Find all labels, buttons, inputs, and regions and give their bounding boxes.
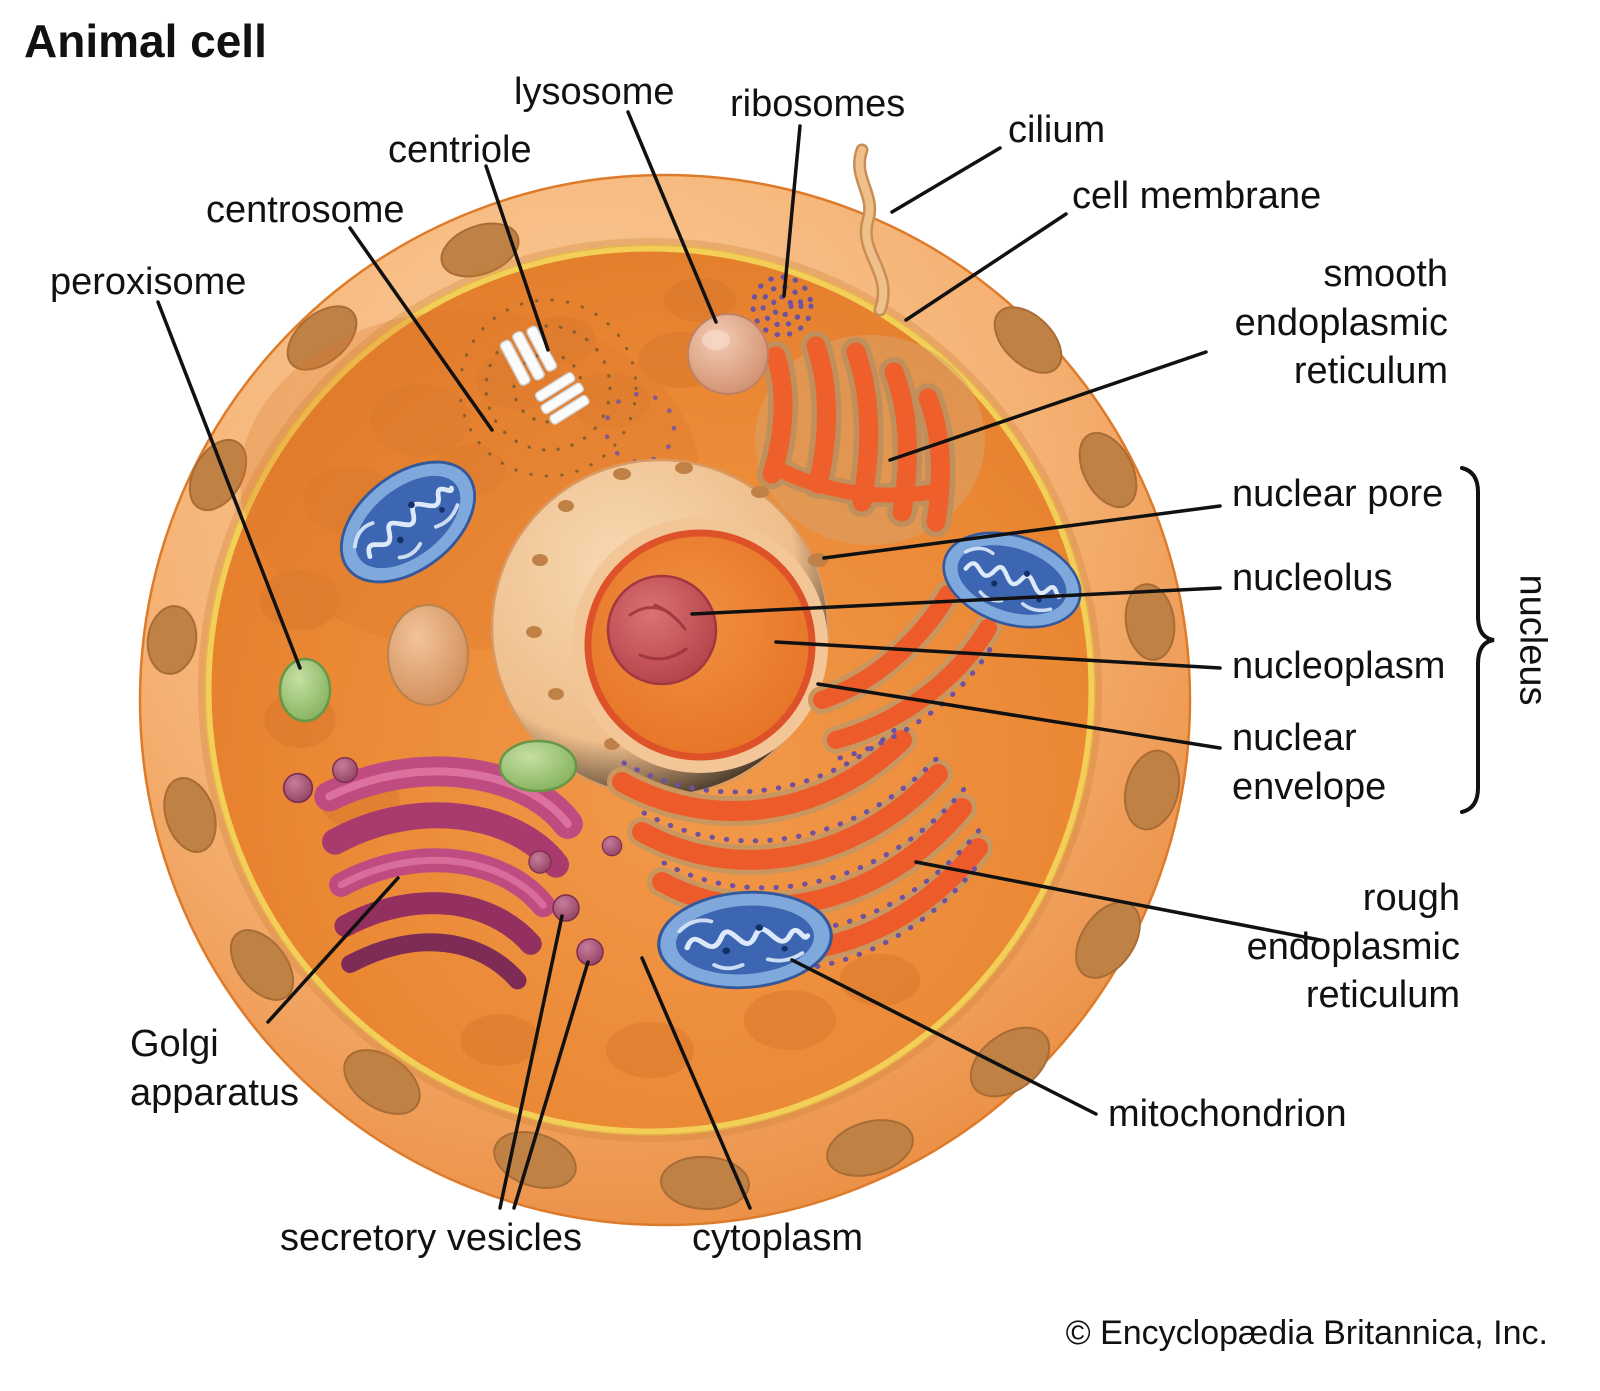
leader-smooth-er bbox=[888, 350, 1208, 462]
rough-er-graphic bbox=[607, 580, 1002, 973]
ribosomes-graphic bbox=[750, 274, 814, 338]
centrosome-graphic bbox=[458, 298, 638, 478]
golgi-apparatus-graphic bbox=[314, 756, 583, 990]
nucleolus-graphic bbox=[606, 574, 718, 686]
label-cell-membrane: cell membrane bbox=[1072, 175, 1322, 217]
lysosome-graphic bbox=[687, 313, 769, 395]
leader-nucleoplasm bbox=[774, 640, 1222, 670]
leader-lysosome bbox=[626, 110, 718, 324]
label-lysosome: lysosome bbox=[514, 71, 675, 113]
nuclear-pores bbox=[526, 462, 828, 750]
diagram-title: Animal cell bbox=[24, 15, 267, 67]
leader-mitochondrion bbox=[790, 958, 1098, 1116]
leader-cilium bbox=[890, 146, 1002, 214]
nucleus-graphic bbox=[490, 458, 830, 798]
label-nucleoplasm: nucleoplasm bbox=[1232, 645, 1446, 687]
leader-cytoplasm bbox=[640, 956, 752, 1210]
leader-golgi bbox=[266, 876, 400, 1024]
label-nucleus: nucleus bbox=[1511, 574, 1554, 706]
label-peroxisome: peroxisome bbox=[50, 261, 247, 303]
peroxisome-graphic bbox=[278, 657, 578, 793]
leader-centriole bbox=[484, 164, 550, 352]
label-cytoplasm: cytoplasm bbox=[692, 1217, 864, 1259]
leader-lines bbox=[156, 110, 1322, 1210]
label-rough-er: rough endoplasmic reticulum bbox=[1246, 877, 1460, 1017]
label-nuclear-pore: nuclear pore bbox=[1232, 473, 1444, 515]
cilium-graphic bbox=[853, 143, 890, 317]
nucleus-brace bbox=[1460, 466, 1495, 814]
label-secretory-vesicles: secretory vesicles bbox=[280, 1217, 582, 1259]
label-centriole: centriole bbox=[388, 129, 532, 171]
label-ribosomes: ribosomes bbox=[730, 83, 906, 125]
smooth-er-graphic bbox=[755, 331, 985, 545]
label-mitochondrion: mitochondrion bbox=[1108, 1093, 1347, 1135]
leader-peroxisome bbox=[156, 300, 302, 670]
label-golgi-apparatus: Golgi apparatus bbox=[130, 1023, 300, 1114]
centriole-graphic bbox=[499, 325, 590, 425]
leader-rough-er bbox=[914, 860, 1322, 942]
label-smooth-er: smooth endoplasmic reticulum bbox=[1234, 253, 1448, 393]
ribosome-dots bbox=[603, 391, 677, 465]
leader-ribosomes bbox=[782, 124, 802, 298]
label-nucleolus: nucleolus bbox=[1232, 557, 1393, 599]
leader-nuclear-pore bbox=[822, 504, 1222, 560]
vacuole-graphic bbox=[387, 604, 469, 706]
leader-nucleolus bbox=[690, 586, 1222, 616]
copyright-credit: © Encyclopædia Britannica, Inc. bbox=[1065, 1314, 1548, 1352]
leader-secretory-2 bbox=[512, 960, 590, 1210]
label-centrosome: centrosome bbox=[206, 189, 405, 231]
leader-centrosome bbox=[348, 226, 494, 432]
leader-cell-membrane bbox=[904, 212, 1068, 322]
leader-secretory-1 bbox=[498, 914, 564, 1210]
leader-nuclear-envelope bbox=[816, 682, 1222, 750]
label-nuclear-envelope: nuclear envelope bbox=[1232, 717, 1387, 808]
label-cilium: cilium bbox=[1008, 109, 1106, 151]
